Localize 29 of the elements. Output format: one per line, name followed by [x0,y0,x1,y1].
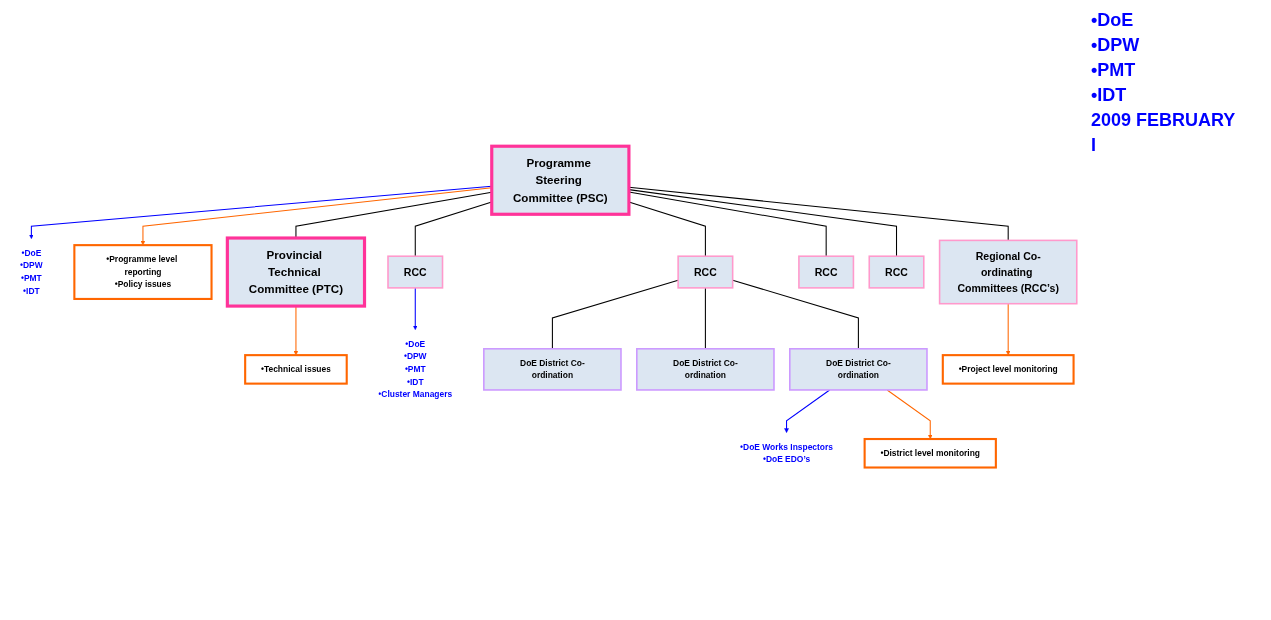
node-box: •Project level monitoring [941,354,1075,385]
list-item: I [1091,135,1097,156]
node-box: Provincial Technical Committee (PTC) [225,236,367,308]
arrow [784,389,831,433]
node-box: •District level monitoring [863,437,997,469]
node-box: DoE District Co-ordination [789,348,928,391]
list-item: 2009 FEBRUARY [1091,110,1237,131]
arrow [412,287,418,330]
node-box: RCC [798,255,855,289]
node-text: •DoE •DPW •PMT •IDT •Cluster Managers [378,339,453,399]
node-box: Programme Steering Committee (PSC) [490,144,631,216]
list-item: •IDT [1091,85,1128,106]
node-box: RCC [868,255,925,289]
node-text: •DoE Works Inspectors •DoE EDO’s [740,442,833,464]
list-item: •PMT [1091,60,1137,81]
connector [732,279,859,350]
connector [551,279,679,350]
connector [704,287,706,350]
node-box: DoE District Co-ordination [483,348,622,391]
node-box: •Programme level reporting •Policy issues [73,244,213,300]
node-box: DoE District Co-ordination [636,348,775,391]
node-box: RCC [677,255,734,289]
node-text: •DoE •DPW •PMT •IDT [20,248,43,296]
list-item: •DPW [1091,35,1141,56]
arrow [1005,303,1011,356]
node-box: Regional Co-ordinating Committees (RCC’s) [938,239,1078,305]
node-box: •Technical issues [244,354,348,385]
node-box: RCC [387,255,444,289]
list-item: •DoE [1091,10,1135,31]
